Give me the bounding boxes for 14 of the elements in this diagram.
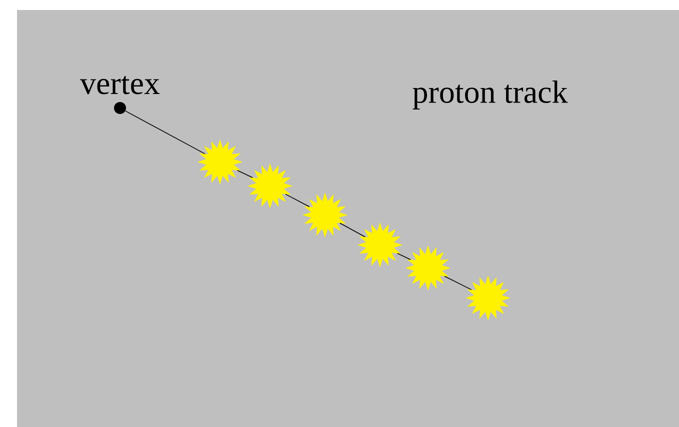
spark-burst bbox=[406, 246, 450, 290]
track-line bbox=[237, 170, 253, 178]
track-line bbox=[444, 276, 472, 290]
spark-burst bbox=[248, 164, 292, 208]
spark-burst bbox=[466, 276, 510, 320]
track-line bbox=[285, 194, 310, 208]
spark-burst bbox=[302, 192, 348, 238]
track-line bbox=[397, 252, 411, 260]
track-label: proton track bbox=[412, 80, 568, 110]
spark-burst bbox=[198, 140, 242, 184]
spark-burst bbox=[358, 222, 402, 268]
track-line bbox=[340, 222, 366, 238]
node-label: vertex bbox=[80, 76, 160, 94]
track-line bbox=[125, 110, 206, 154]
